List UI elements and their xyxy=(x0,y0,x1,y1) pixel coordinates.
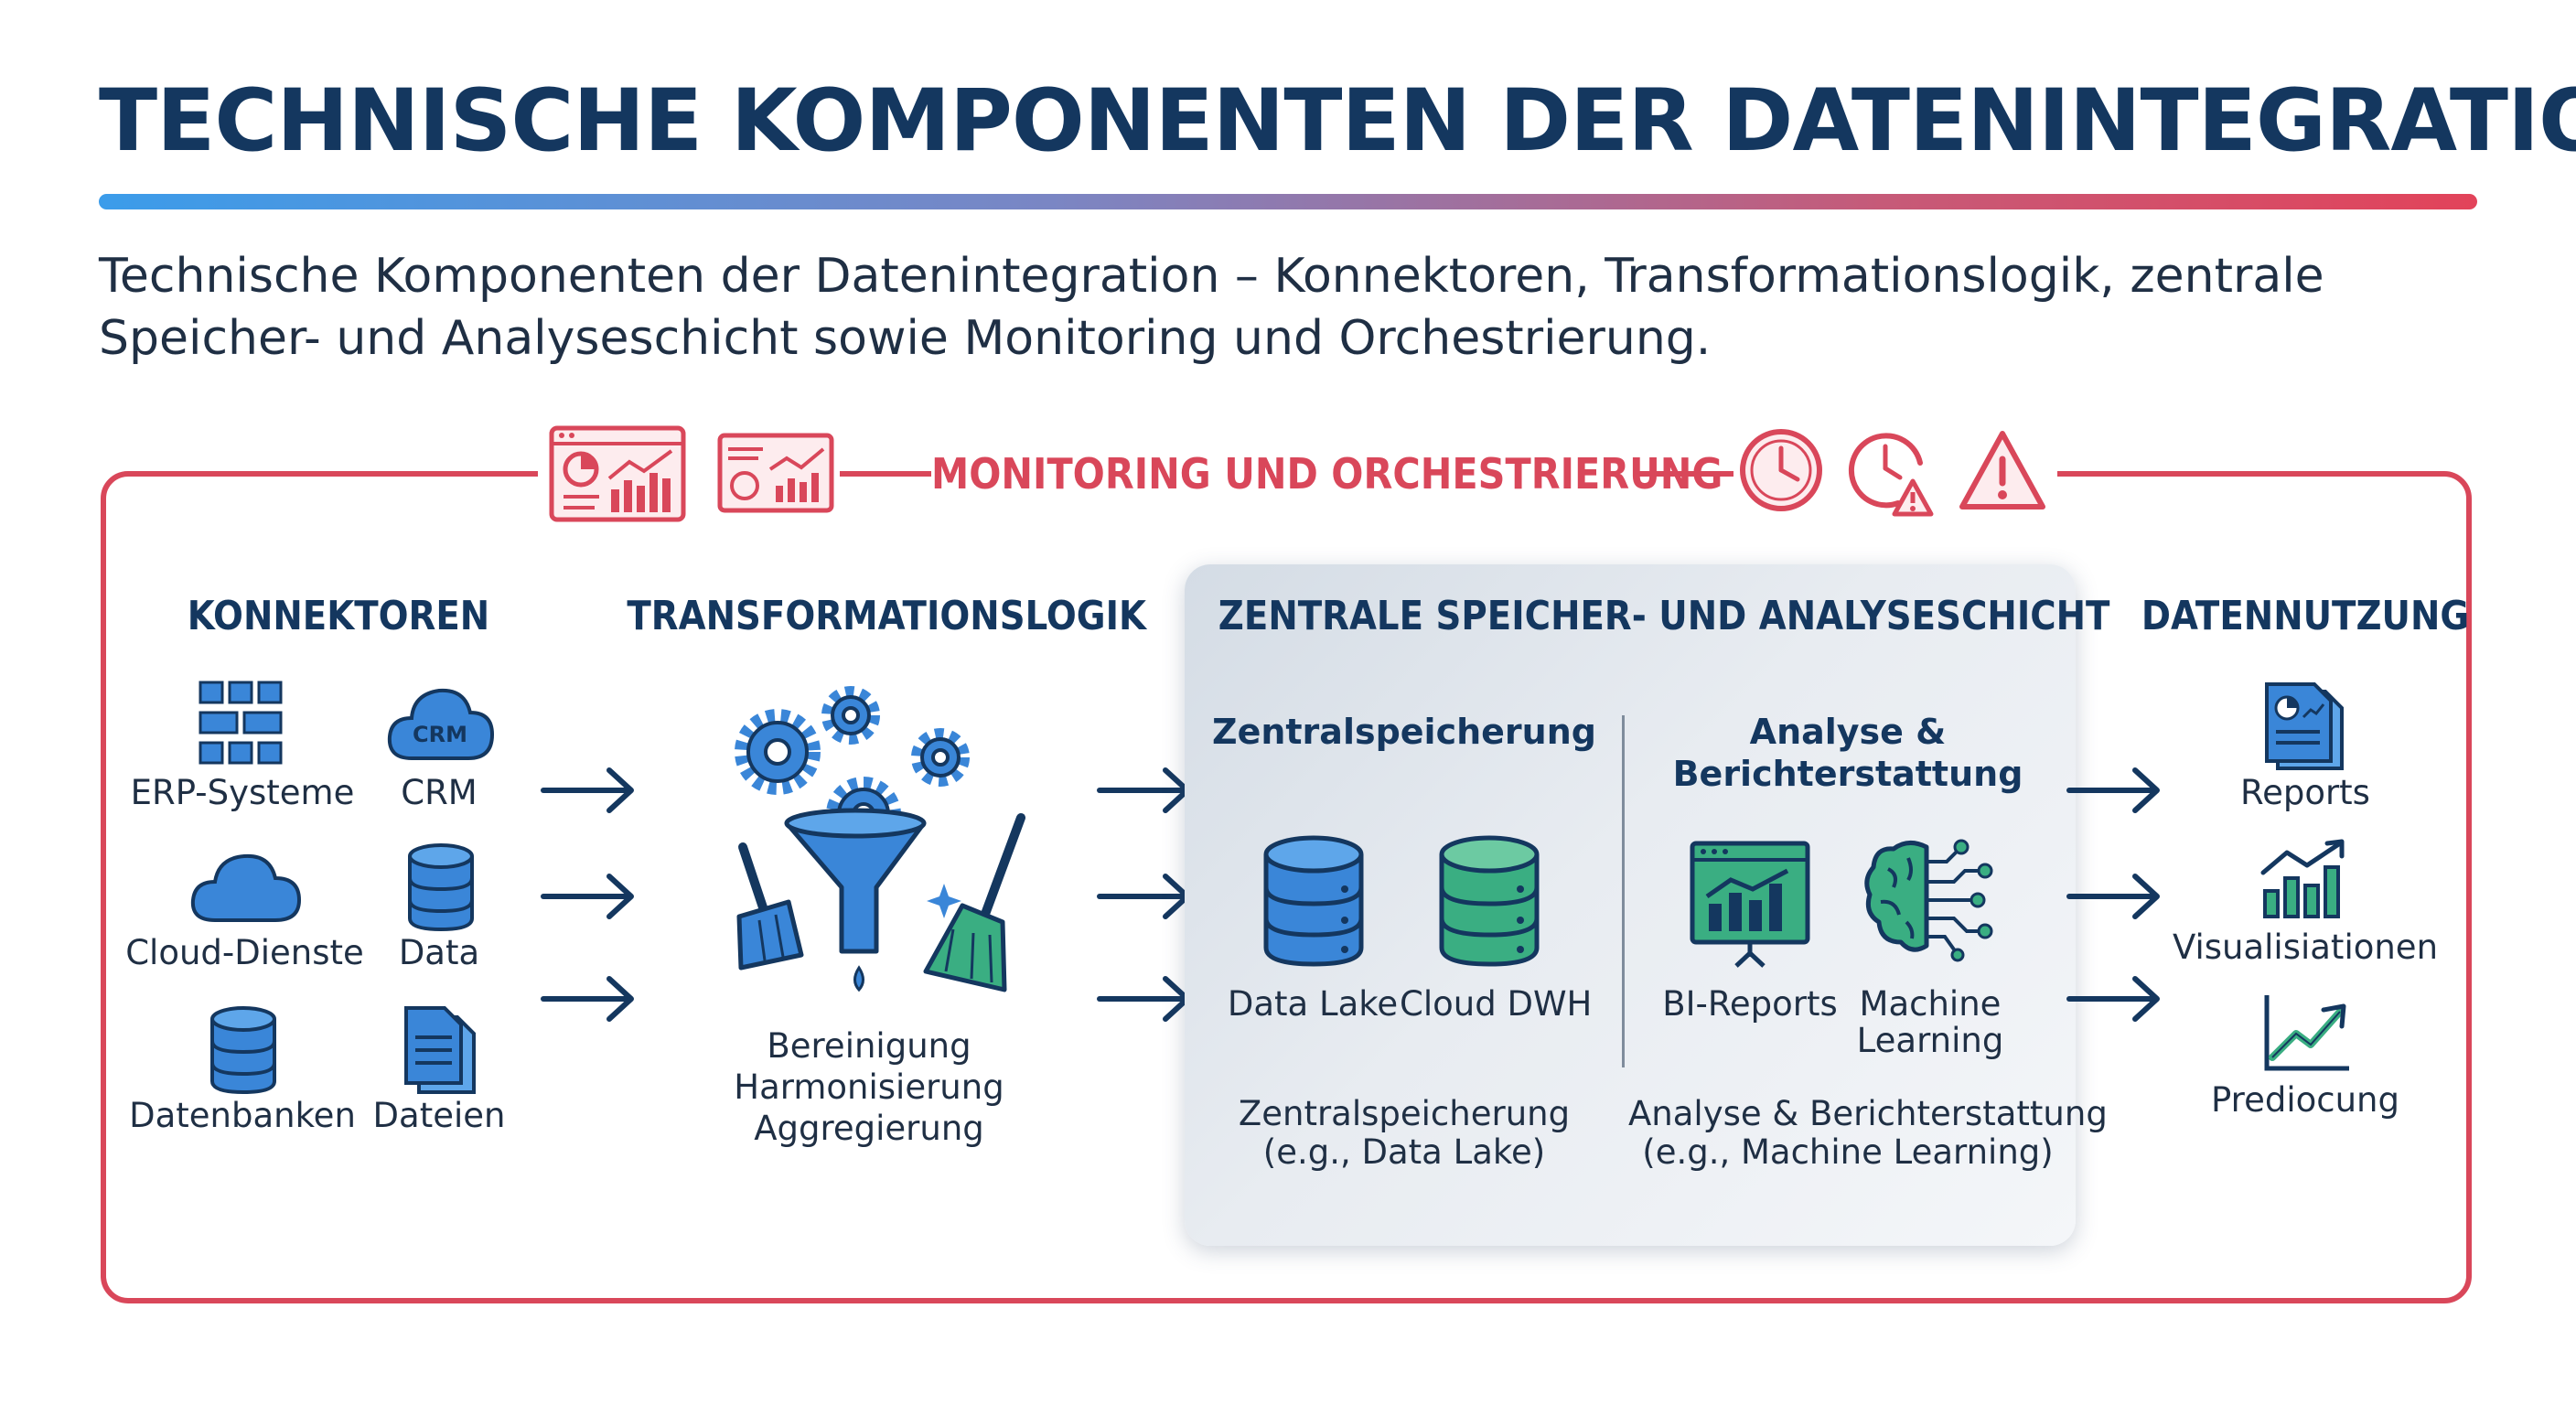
step-harmonisierung: Harmonisierung xyxy=(734,1067,1004,1107)
label-crm: CRM xyxy=(401,773,478,812)
page-title: TECHNISCHE KOMPONENTEN DER DATENINTEGRAT… xyxy=(99,71,2576,171)
heading-analyse: Analyse & xyxy=(1749,712,1947,752)
arrow-right-icon xyxy=(540,973,640,1024)
page-subtitle: Technische Komponenten der Datenintegrat… xyxy=(99,249,2324,366)
cloud-icon xyxy=(188,849,303,929)
label-prediocung: Prediocung xyxy=(2211,1080,2399,1120)
heading-zentralspeicherung: Zentralspeicherung xyxy=(1212,712,1596,752)
label-data: Data xyxy=(398,933,480,972)
heading-datennutzung: DATENNUTZUNG xyxy=(2141,593,2470,639)
arrow-right-icon xyxy=(540,765,640,816)
bi-dashboard-icon xyxy=(1689,840,1811,973)
label-erp-systeme: ERP-Systeme xyxy=(130,773,355,812)
analytics-report-icon xyxy=(717,433,834,517)
crm-icon-text: CRM xyxy=(413,722,467,747)
heading-konnektoren: KONNEKTOREN xyxy=(187,593,490,639)
step-bereinigung: Bereinigung xyxy=(767,1026,971,1066)
arrow-right-icon xyxy=(540,871,640,922)
label-cloud-dwh: Cloud DWH xyxy=(1400,984,1593,1024)
caption-analyse: Analyse & Berichterstattung xyxy=(1628,1094,2108,1133)
heading-berichterstattung: Berichterstattung xyxy=(1672,754,2023,794)
caption-zentralspeicherung: Zentralspeicherung xyxy=(1238,1094,1571,1133)
monitoring-label: MONITORING UND ORCHESTRIERUNG xyxy=(931,445,1723,503)
caption-analyse-example: (e.g., Machine Learning) xyxy=(1642,1132,2054,1172)
clock-alert-icon xyxy=(1845,426,1937,521)
monitoring-icons-right xyxy=(1733,423,2057,525)
heading-speicher-analyseschicht: ZENTRALE SPEICHER- UND ANALYSESCHICHT xyxy=(1218,593,2110,639)
arrow-right-icon xyxy=(2066,973,2166,1024)
database-icon xyxy=(406,842,476,937)
arrow-right-icon xyxy=(1096,765,1197,816)
clock-icon xyxy=(1737,426,1825,518)
crm-cloud-icon: CRM xyxy=(384,681,496,769)
trend-line-icon xyxy=(2261,992,2353,1078)
caption-zentralspeicherung-example: (e.g., Data Lake) xyxy=(1262,1132,1546,1172)
data-lake-database-icon xyxy=(1262,834,1365,971)
gears-funnel-brooms-icon xyxy=(714,677,1043,1010)
arrow-right-icon xyxy=(2066,871,2166,922)
title-underline xyxy=(99,194,2477,209)
brain-circuit-icon xyxy=(1862,834,2000,966)
label-reports: Reports xyxy=(2240,773,2370,812)
label-visualisiationen: Visualisiationen xyxy=(2172,928,2439,967)
warning-icon xyxy=(1959,426,2046,518)
label-bi-reports: BI-Reports xyxy=(1662,984,1838,1024)
panel-divider xyxy=(1622,715,1625,1067)
label-learning: Learning xyxy=(1856,1021,2004,1060)
arrow-right-icon xyxy=(1096,871,1197,922)
database-icon xyxy=(209,1004,278,1099)
label-data-lake: Data Lake xyxy=(1227,984,1399,1024)
label-dateien: Dateien xyxy=(372,1096,506,1135)
cloud-dwh-database-icon xyxy=(1438,834,1540,971)
label-cloud-dienste: Cloud-Dienste xyxy=(125,933,364,972)
bar-chart-icon xyxy=(2259,838,2351,924)
dashboard-report-icon xyxy=(549,425,686,528)
erp-grid-icon xyxy=(197,679,284,770)
document-icon xyxy=(402,1004,479,1099)
step-aggregierung: Aggregierung xyxy=(754,1109,984,1148)
monitoring-icons-left xyxy=(538,416,840,526)
label-machine: Machine xyxy=(1859,984,2002,1024)
report-document-icon xyxy=(2263,681,2345,776)
arrow-right-icon xyxy=(2066,765,2166,816)
heading-transformationslogik: TRANSFORMATIONSLOGIK xyxy=(627,593,1146,639)
label-datenbanken: Datenbanken xyxy=(129,1096,356,1135)
arrow-right-icon xyxy=(1096,973,1197,1024)
